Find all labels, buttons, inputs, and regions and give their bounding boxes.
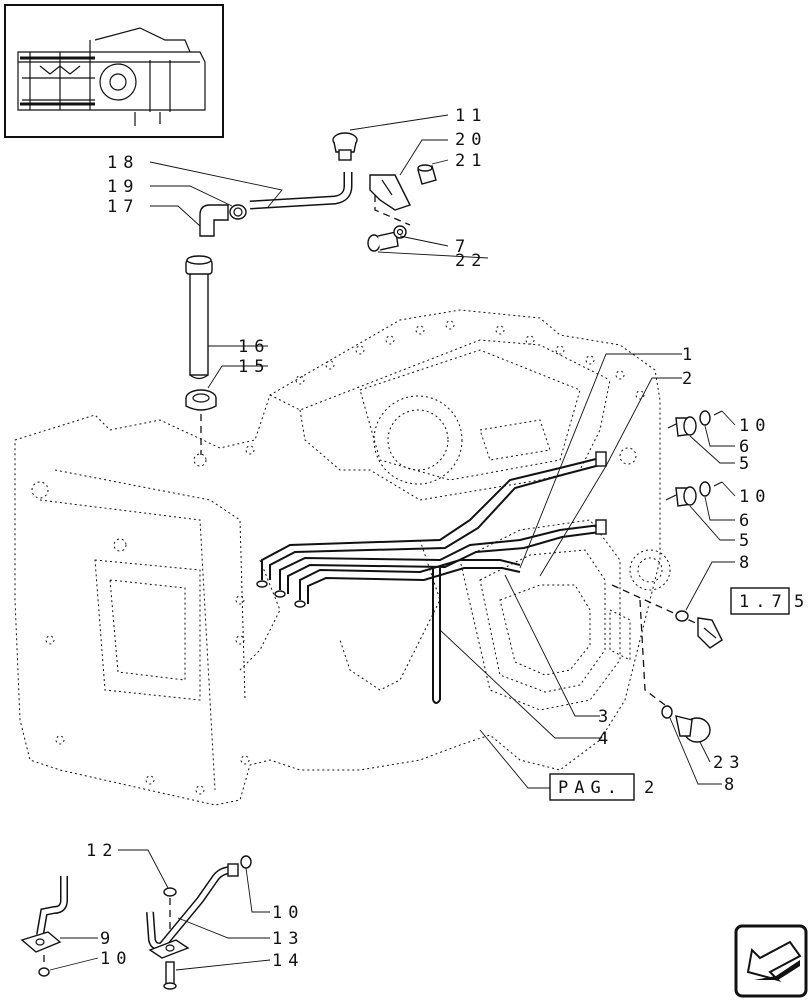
callout-8-b: 8 [724,775,740,795]
tube-16 [185,255,213,380]
callout-4: 4 [598,729,614,749]
bolt-22 [367,231,399,252]
callout-18: 18 [107,153,139,173]
sensor-1-75 [697,617,723,649]
pipe-13 [146,863,239,959]
fitting-5-lower [665,481,723,507]
callout-5-c: 5 [794,592,810,612]
callout-9: 9 [100,929,116,949]
fitting-5-upper [667,410,723,437]
callout-8-a: 8 [739,553,755,573]
connector-pipe-18 [249,172,353,210]
callout-14: 14 [272,951,304,971]
transmission-housing [14,309,671,806]
spacer-21 [417,164,437,185]
seal-15 [185,389,217,411]
washer-10-lower-right [240,855,252,869]
callout-15: 15 [238,357,270,377]
callout-20: 20 [455,130,487,150]
ref-box-pag-number: 2 [644,778,660,798]
elbow-fitting-17 [199,204,229,237]
callout-7: 7 [455,237,471,257]
bracket-20 [369,174,411,211]
callout-11: 11 [455,106,487,126]
callout-10-d: 10 [272,903,304,923]
callout-5-a: 5 [739,454,755,474]
callout-10-c: 10 [100,949,132,969]
ref-box-1-75-label: 1.7 [739,592,788,612]
clamp-19 [229,204,247,220]
hydraulic-pipes [256,451,607,704]
previous-page-arrow-icon[interactable] [734,924,808,998]
pipe-9 [20,876,68,953]
ref-box-1-75[interactable]: 1.7 5 [730,587,810,615]
callout-5-b: 5 [739,531,755,551]
callout-10-a: 10 [739,416,771,436]
ref-box-pag-label: PAG. [558,778,623,798]
callout-6-a: 6 [739,437,755,457]
callout-22: 22 [455,251,487,271]
callout-1: 1 [682,345,698,365]
washer-10-lower-left [38,967,50,977]
callout-10-b: 10 [739,487,771,507]
callout-12: 12 [86,841,118,861]
callout-21: 21 [455,151,487,171]
callout-6-b: 6 [739,511,755,531]
ref-box-pag-2[interactable]: PAG. 2 [549,773,660,801]
callout-16: 16 [238,337,270,357]
plug-guide-line [639,599,666,706]
washer-12 [163,887,177,897]
callout-3: 3 [598,707,614,727]
bolt-14 [163,961,177,990]
o-ring-8-upper [675,610,689,622]
cap-11 [332,132,358,161]
washer-7 [393,225,407,239]
callout-23: 23 [713,753,745,773]
callout-17: 17 [107,197,139,217]
o-ring-8-lower [661,705,673,719]
bracket-guide-line [374,195,411,226]
callout-19: 19 [107,177,139,197]
callout-13: 13 [272,929,304,949]
callout-labels: 11 20 21 7 22 18 19 17 16 15 1 2 10 6 5 … [86,106,771,971]
plug-23 [675,715,711,743]
callout-2: 2 [682,369,698,389]
leader-lines [49,114,736,971]
tractor-transmission-thumbnail-icon[interactable] [4,4,224,138]
sensor-guide-line [611,584,701,626]
